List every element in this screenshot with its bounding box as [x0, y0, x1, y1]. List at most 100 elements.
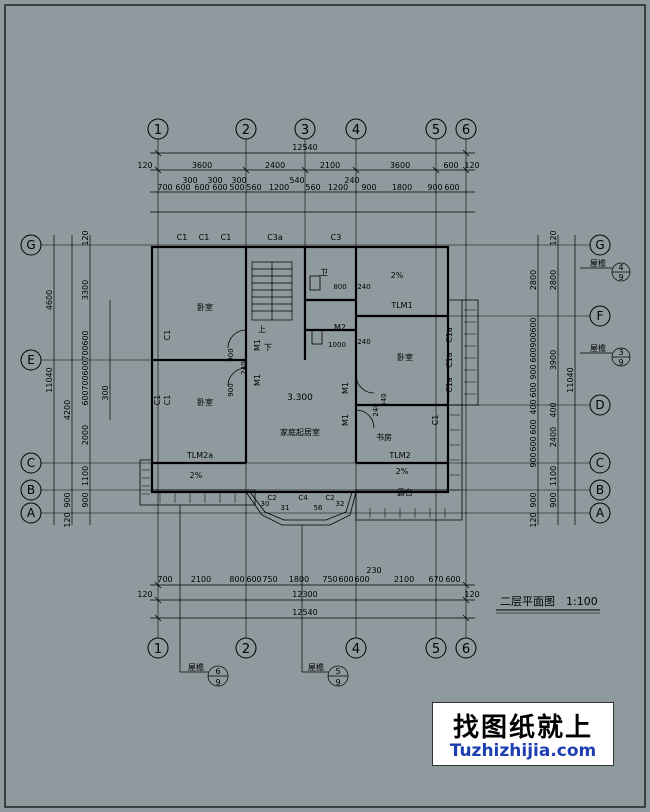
svg-text:C1a: C1a	[445, 327, 454, 343]
svg-text:C1: C1	[153, 395, 162, 406]
svg-text:120: 120	[464, 590, 479, 599]
svg-text:C: C	[27, 456, 35, 470]
svg-text:TLM2a: TLM2a	[186, 451, 213, 460]
svg-text:3300: 3300	[81, 280, 90, 300]
svg-text:600: 600	[529, 419, 538, 434]
svg-text:120: 120	[464, 161, 479, 170]
svg-text:2800: 2800	[549, 270, 558, 290]
svg-text:120: 120	[529, 512, 538, 527]
svg-text:9: 9	[215, 678, 220, 687]
svg-text:900: 900	[81, 492, 90, 507]
svg-text:C2: C2	[267, 494, 276, 502]
svg-text:TLM1: TLM1	[390, 301, 412, 310]
svg-text:750: 750	[262, 575, 277, 584]
svg-text:120: 120	[63, 512, 72, 527]
svg-text:1800: 1800	[392, 183, 412, 192]
svg-text:C1: C1	[163, 395, 172, 406]
svg-text:1: 1	[154, 123, 162, 138]
svg-text:800: 800	[333, 283, 346, 291]
svg-text:3600: 3600	[192, 161, 212, 170]
stair	[251, 261, 293, 321]
svg-text:1200: 1200	[328, 183, 348, 192]
svg-text:300: 300	[101, 385, 110, 400]
balcony-parapet	[139, 299, 479, 521]
top-dimensions: 12540 120 3600 2400 2100 3600 600 120 30…	[137, 143, 480, 213]
svg-text:540: 540	[380, 393, 388, 406]
svg-text:M2: M2	[334, 323, 346, 332]
svg-text:500: 500	[229, 183, 244, 192]
svg-text:700: 700	[157, 575, 172, 584]
svg-text:600: 600	[194, 183, 209, 192]
svg-text:900: 900	[361, 183, 376, 192]
left-dimensions: 4600 11040 4200 3300 2000 1100 900 900 1…	[45, 230, 111, 528]
svg-text:2400: 2400	[265, 161, 285, 170]
svg-text:E: E	[27, 353, 35, 367]
svg-text:3900: 3900	[549, 350, 558, 370]
svg-text:900: 900	[549, 492, 558, 507]
svg-text:11040: 11040	[45, 367, 54, 392]
svg-text:2%: 2%	[190, 471, 203, 480]
svg-text:5: 5	[335, 667, 340, 676]
svg-text:560: 560	[246, 183, 261, 192]
svg-text:600: 600	[529, 317, 538, 332]
svg-text:卧室: 卧室	[197, 397, 213, 407]
svg-text:书房: 书房	[376, 432, 392, 442]
svg-text:C1: C1	[199, 233, 210, 242]
svg-text:600: 600	[338, 575, 353, 584]
svg-text:2100: 2100	[191, 575, 211, 584]
svg-text:M1: M1	[253, 339, 262, 351]
axis-bubbles-top: 1 2 3 4 5 6	[147, 118, 477, 140]
svg-text:C: C	[596, 456, 604, 470]
svg-text:B: B	[27, 483, 35, 497]
svg-text:卫: 卫	[320, 268, 328, 277]
svg-text:400: 400	[529, 399, 538, 414]
svg-text:9: 9	[618, 358, 623, 367]
svg-text:3600: 3600	[390, 161, 410, 170]
svg-text:1800: 1800	[289, 575, 309, 584]
svg-text:600: 600	[444, 183, 459, 192]
svg-text:540: 540	[289, 176, 304, 185]
svg-text:1:100: 1:100	[566, 595, 598, 608]
svg-text:家庭起居室: 家庭起居室	[280, 427, 320, 437]
svg-text:56: 56	[314, 504, 323, 512]
svg-text:屋檐: 屋檐	[308, 662, 324, 672]
svg-text:600: 600	[529, 382, 538, 397]
detail-ref-bottom-center: 屋檐 5 9	[301, 525, 349, 687]
svg-text:900: 900	[227, 348, 235, 361]
svg-text:C1a: C1a	[445, 352, 454, 368]
svg-text:600: 600	[175, 183, 190, 192]
svg-text:30: 30	[261, 500, 270, 508]
logo-url-text: Tuzhizhijia.com	[449, 741, 597, 761]
svg-text:C1: C1	[431, 415, 440, 426]
svg-text:400: 400	[549, 402, 558, 417]
svg-text:600: 600	[529, 347, 538, 362]
svg-text:上: 上	[258, 325, 266, 334]
stair-labels: 上 下	[258, 325, 272, 352]
svg-text:屋檐: 屋檐	[590, 343, 606, 353]
svg-text:560: 560	[305, 183, 320, 192]
bottom-dimensions: 700 2100 800 600 750 1800 750 600 600 21…	[137, 566, 480, 619]
svg-text:C3: C3	[331, 233, 342, 242]
svg-text:2100: 2100	[394, 575, 414, 584]
svg-text:120: 120	[137, 590, 152, 599]
svg-text:240: 240	[357, 283, 370, 291]
svg-text:M1: M1	[341, 414, 350, 426]
svg-text:230: 230	[366, 566, 381, 575]
svg-text:300: 300	[231, 176, 246, 185]
svg-text:800: 800	[229, 575, 244, 584]
right-dimensions: 2800 2800 3900 11040 2400 1100 900 900 1…	[529, 230, 576, 528]
svg-text:12540: 12540	[292, 143, 317, 152]
svg-text:1: 1	[154, 642, 162, 657]
svg-text:A: A	[27, 506, 36, 520]
svg-text:12540: 12540	[292, 608, 317, 617]
bay-dims: 30 31 56 32 C2 C4 C2	[261, 494, 345, 512]
dimension-ticks	[154, 149, 470, 622]
axis-bubbles-left: G E C B A	[20, 234, 42, 524]
svg-text:3.300: 3.300	[287, 393, 313, 403]
svg-text:9: 9	[618, 273, 623, 282]
svg-text:卧室: 卧室	[397, 352, 413, 362]
svg-text:120: 120	[81, 230, 90, 245]
svg-text:240: 240	[344, 176, 359, 185]
svg-text:4200: 4200	[63, 400, 72, 420]
